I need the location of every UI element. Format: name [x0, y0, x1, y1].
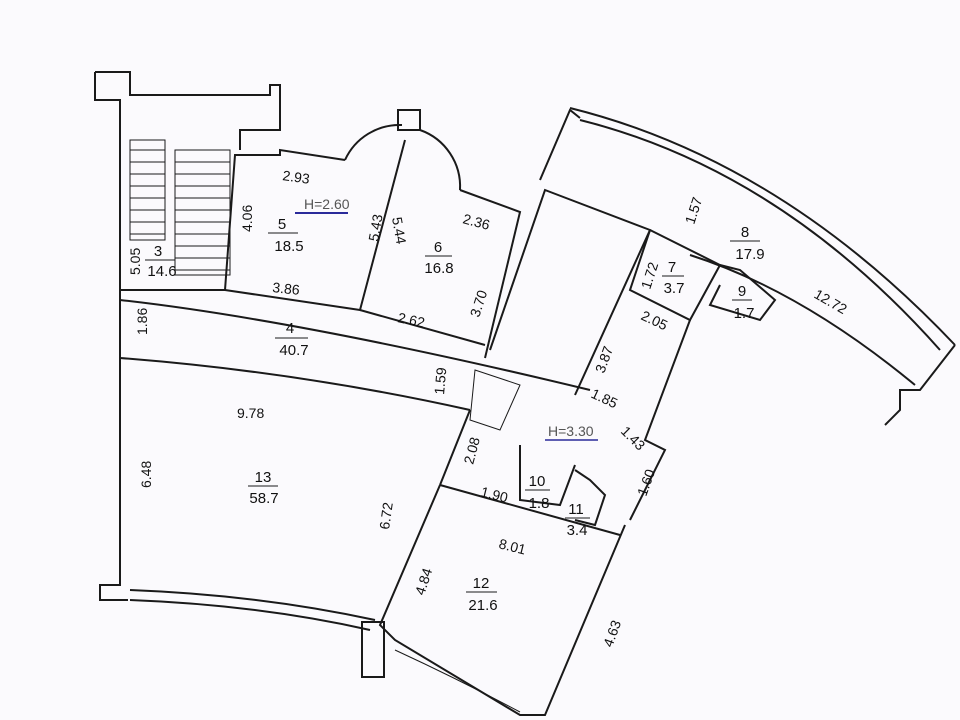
svg-text:2.93: 2.93 [282, 167, 311, 187]
svg-text:8.01: 8.01 [497, 535, 528, 557]
svg-text:1.90: 1.90 [479, 483, 510, 505]
svg-text:1.57: 1.57 [682, 195, 706, 226]
room-3: 314.6 [145, 243, 177, 280]
svg-text:4.06: 4.06 [239, 205, 255, 232]
svg-text:6.72: 6.72 [376, 501, 396, 530]
svg-text:7: 7 [668, 259, 676, 276]
svg-text:8: 8 [741, 224, 749, 241]
svg-text:10: 10 [529, 473, 546, 490]
svg-text:1.86: 1.86 [134, 308, 150, 335]
room-7: 73.7 [662, 259, 684, 297]
height-marks: H=2.60 H=3.30 [295, 196, 598, 441]
svg-text:5.05: 5.05 [127, 248, 143, 275]
svg-text:12.72: 12.72 [812, 286, 851, 317]
room-11: 113.4 [565, 501, 590, 539]
svg-text:21.6: 21.6 [468, 597, 497, 614]
walls [94, 71, 956, 716]
room-9: 91.7 [732, 283, 754, 322]
svg-text:5: 5 [278, 216, 286, 233]
svg-text:2.08: 2.08 [460, 435, 483, 466]
room-5: 518.5 [268, 216, 304, 255]
room-labels: 314.6 440.7 518.5 616.8 73.7 817.9 91.7 … [145, 216, 765, 614]
svg-text:2.36: 2.36 [461, 210, 492, 233]
svg-text:5.44: 5.44 [389, 216, 410, 246]
svg-text:40.7: 40.7 [279, 342, 308, 359]
svg-text:1.8: 1.8 [529, 495, 550, 512]
svg-text:14.6: 14.6 [147, 263, 176, 280]
svg-text:3.70: 3.70 [467, 288, 491, 319]
svg-text:12: 12 [473, 575, 490, 592]
room-6: 616.8 [424, 239, 453, 277]
svg-text:1.60: 1.60 [634, 467, 658, 498]
svg-text:1.43: 1.43 [618, 423, 649, 454]
svg-text:2.05: 2.05 [639, 307, 671, 333]
svg-text:3: 3 [154, 243, 162, 260]
svg-text:17.9: 17.9 [735, 246, 764, 263]
svg-text:9: 9 [738, 283, 746, 300]
room-10: 101.8 [525, 473, 550, 512]
svg-text:3.4: 3.4 [567, 522, 588, 539]
svg-text:16.8: 16.8 [424, 260, 453, 277]
room-13: 13 58.7 [248, 469, 279, 507]
svg-text:1.85: 1.85 [589, 385, 621, 411]
height-label-2: H=3.30 [548, 423, 594, 439]
svg-text:4: 4 [286, 320, 294, 337]
svg-text:4.63: 4.63 [600, 618, 624, 649]
room-8: 817.9 [730, 224, 765, 263]
svg-text:6.48: 6.48 [138, 461, 154, 488]
svg-text:58.7: 58.7 [249, 490, 278, 507]
svg-text:1.7: 1.7 [734, 305, 755, 322]
svg-text:1.72: 1.72 [638, 260, 662, 291]
svg-text:5.43: 5.43 [365, 213, 386, 243]
svg-text:3.7: 3.7 [664, 280, 685, 297]
svg-text:13: 13 [255, 469, 272, 486]
svg-text:3.86: 3.86 [272, 279, 301, 298]
svg-text:2.62: 2.62 [396, 309, 426, 330]
room-12: 12 21.6 [466, 575, 498, 614]
svg-text:1.59: 1.59 [431, 367, 449, 396]
svg-text:9.78: 9.78 [237, 405, 264, 421]
svg-text:11: 11 [568, 501, 584, 518]
svg-text:18.5: 18.5 [274, 238, 303, 255]
svg-text:4.84: 4.84 [412, 566, 436, 597]
height-label-1: H=2.60 [304, 196, 350, 212]
svg-text:6: 6 [434, 239, 442, 256]
room-4: 440.7 [275, 320, 309, 359]
